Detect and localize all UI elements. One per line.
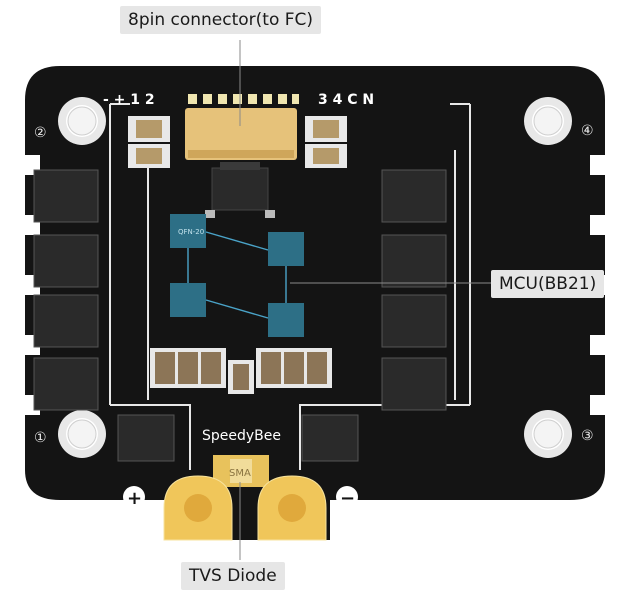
capacitor-array [150,348,332,394]
regulator-chip [205,162,275,218]
minus-sign: − [340,488,355,509]
hole-label-3: ③ [581,428,594,444]
mounting-holes [58,97,572,458]
callout-connector: 8pin connector(to FC) [120,6,322,34]
mcu-marking: QFN-20 [178,228,204,236]
plus-sign: + [127,488,142,509]
callout-mcu: MCU(BB21) [491,270,605,298]
pad-label-left: - + 1 2 [103,92,155,108]
mcu-chips: QFN-20 [170,214,304,337]
tvs-marking: SMA [229,468,251,479]
mosfets-right [381,169,447,411]
mosfets-bottom [117,414,359,462]
leader-lines [239,40,492,560]
mosfets-left [33,169,99,411]
brand-logo-text: SpeedyBee [202,428,281,444]
hole-label-1: ① [34,430,47,446]
callout-tvs: TVS Diode [181,562,285,590]
hole-label-2: ② [34,125,47,141]
connector-8pin [185,94,299,160]
capacitors-top [128,116,347,168]
tvs-diode: SMA [213,455,269,487]
power-pads: + − [123,475,358,541]
pad-label-right: 3 4 C N [318,92,374,108]
silkscreen-outline [109,103,471,470]
hole-label-4: ④ [581,123,594,139]
